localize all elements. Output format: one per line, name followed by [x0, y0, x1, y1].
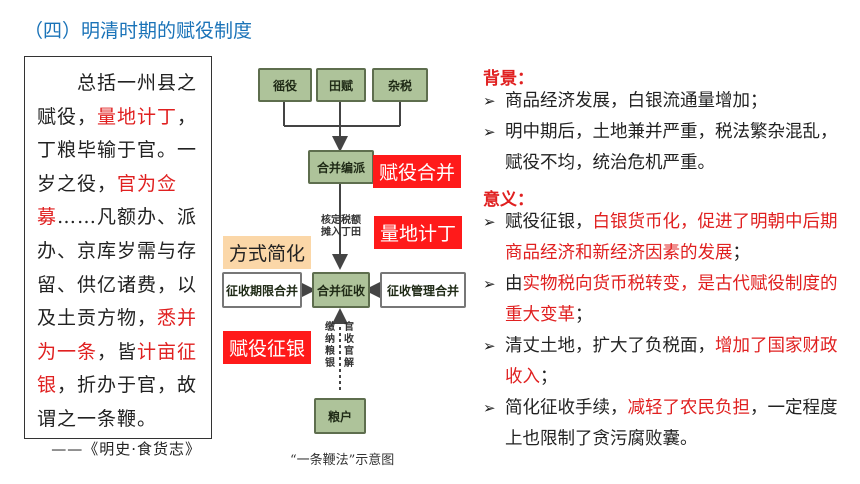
notes-panel: 背景： ➢ 商品经济发展，白银流通量增加； ➢ 明中期后，土地兼并严重，税法繁杂混乱…	[483, 64, 853, 455]
bullet-icon: ➢	[483, 399, 496, 417]
significance-item: ➢ 赋役征银，白银货币化，促进了明朝中后期商品经济和新经济因素的发展；	[483, 207, 853, 269]
item-highlight: 减轻了农民负担	[627, 398, 751, 418]
background-item: ➢ 明中期后，土地兼并严重，税法繁杂混乱，赋役不均，统治危机严重。	[483, 117, 853, 179]
quote-highlight: 官为佥募	[37, 172, 178, 229]
diagram-caption: “一条鞭法”示意图	[290, 453, 395, 468]
significance-item: ➢ 清丈土地，扩大了负税面，增加了国家财政收入；	[483, 331, 853, 393]
item-text: 赋役征银，	[505, 212, 593, 232]
item-text: ；	[575, 305, 593, 325]
background-heading: 背景：	[483, 69, 534, 89]
item-text: 明中期后，土地兼并严重，税法繁杂混乱，赋役不均，统治危机严重。	[505, 122, 838, 173]
quote-source: ——《明史·食货志》	[51, 439, 201, 458]
item-highlight: 白银货币化，促进了明朝中后期商品经济和新经济因素的发展	[505, 212, 838, 263]
quote-text: ……凡额办、派办、京库岁需与存留、供亿诸费，以及土贡方物，	[37, 206, 198, 330]
node-deadline-merge: 征收期限合并	[222, 272, 302, 308]
quote-text: ，丁粮毕输于官。一岁之役，	[37, 105, 198, 195]
bullet-icon: ➢	[483, 213, 496, 231]
item-text: ；	[732, 243, 751, 263]
bullet-icon: ➢	[483, 275, 496, 293]
quote-box: 总括一州县之赋役，量地计丁，丁粮毕输于官。一岁之役，官为佥募……凡额办、派办、京…	[24, 56, 212, 458]
node-taxpayer: 粮户	[314, 398, 366, 434]
item-text: ；	[540, 367, 558, 387]
quote-text: 总括一州县之赋役，	[37, 72, 198, 128]
label-official-collect: 官收官解	[344, 322, 354, 369]
node-management-merge: 征收管理合并	[380, 272, 466, 308]
background-item: ➢ 商品经济发展，白银流通量增加；	[483, 86, 853, 117]
node-misc-tax: 杂税	[372, 68, 428, 102]
section-title: （四）明清时期的赋役制度	[24, 20, 253, 42]
bullet-icon: ➢	[483, 337, 496, 355]
bullet-icon: ➢	[483, 123, 496, 141]
tag-merge: 赋役合并	[373, 155, 462, 188]
significance-item: ➢ 简化征收手续，减轻了农民负担，一定程度上也限制了贪污腐败囊。	[483, 393, 853, 455]
significance-item: ➢ 由实物税向货币税转变，是古代赋役制度的重大变革；	[483, 269, 853, 331]
item-text: 商品经济发展，白银流通量增加；	[505, 91, 768, 111]
node-merged-collection: 合并征收	[312, 272, 370, 308]
item-text: 由	[505, 274, 523, 294]
quote-highlight: 计亩征银	[37, 340, 198, 397]
quote-highlight: 量地计丁	[97, 105, 178, 128]
tag-silver: 赋役征银	[223, 331, 312, 364]
node-corvee: 徭役	[258, 68, 312, 102]
item-text: 简化征收手续，	[505, 398, 628, 418]
node-merge-assign: 合并编派	[308, 150, 374, 184]
yitiaobian-diagram: 徭役 田赋 杂税 合并编派 核定税额摊入丁田 征收期限合并 合并征收 征收管理合…	[220, 60, 480, 440]
item-text: 清丈土地，扩大了负税面，	[505, 336, 715, 356]
tag-land: 量地计丁	[374, 216, 463, 249]
item-highlight: 增加了国家财政收入	[505, 336, 838, 387]
quote-text: ，折办于官，故谓之一条鞭。	[37, 374, 198, 430]
label-pay-silver: 缴纳粮银	[325, 322, 335, 369]
item-highlight: 实物税向货币税转变，是古代赋役制度的重大变革	[505, 274, 838, 325]
significance-heading: 意义：	[483, 190, 534, 210]
label-tax-apportion: 核定税额摊入丁田	[321, 215, 361, 238]
quote-highlight: 悉并为一条	[37, 307, 198, 363]
tag-simplify: 方式简化	[223, 236, 312, 269]
quote-text: ，皆	[97, 340, 138, 363]
bullet-icon: ➢	[483, 92, 496, 110]
node-land-tax: 田赋	[316, 68, 366, 102]
diagram-connectors	[283, 102, 401, 390]
item-text: ，一定程度上也限制了贪污腐败囊。	[505, 398, 838, 449]
